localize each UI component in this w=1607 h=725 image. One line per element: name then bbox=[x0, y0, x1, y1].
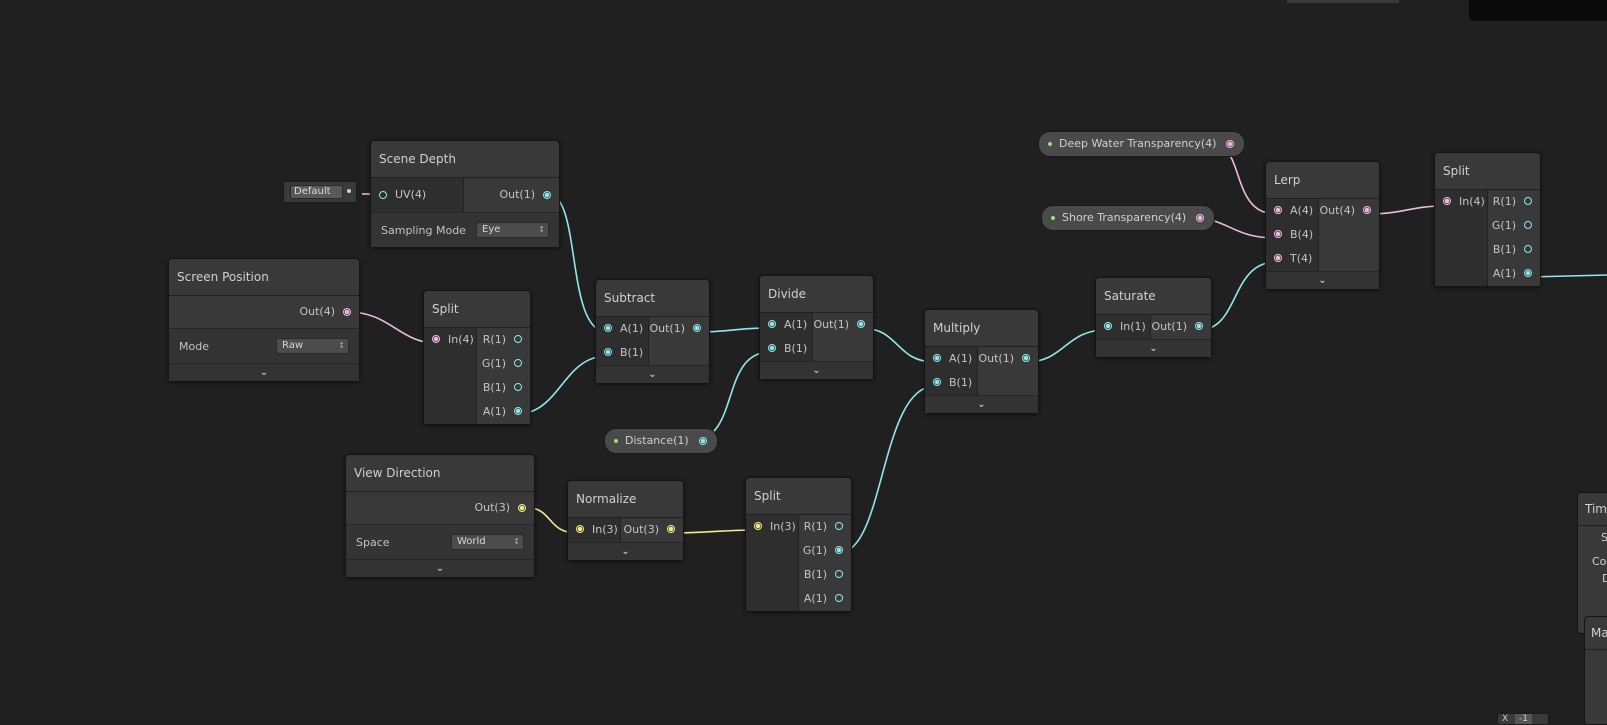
out-port[interactable]: Out(1) bbox=[978, 347, 1038, 371]
b-input-port[interactable]: B(1) bbox=[760, 337, 812, 361]
g-port[interactable]: G(1) bbox=[477, 352, 530, 376]
subtract-node[interactable]: Subtract A(1) B(1) Out(1) ⌄ bbox=[595, 279, 710, 384]
uv-default-dropdown[interactable]: Default bbox=[290, 185, 343, 199]
view-direction-node[interactable]: View Direction Out(3) Space World ⌄ bbox=[345, 454, 535, 578]
normalize-node[interactable]: Normalize In(3) Out(3) ⌄ bbox=[567, 480, 684, 561]
space-setting: Space World bbox=[346, 524, 534, 559]
out-port[interactable]: Out(1) bbox=[1151, 315, 1211, 339]
sampling-mode-setting: Sampling Mode Eye bbox=[371, 212, 559, 247]
node-title: Split bbox=[424, 291, 530, 328]
t-input-port[interactable]: T(4) bbox=[1266, 247, 1318, 271]
time-node-partial[interactable]: Time S Cos D bbox=[1577, 492, 1607, 634]
b-port[interactable]: B(1) bbox=[477, 376, 530, 400]
chevron-down-icon[interactable]: ⌄ bbox=[596, 365, 709, 383]
out-port[interactable]: Out(3) bbox=[621, 518, 683, 542]
a-input-port[interactable]: A(1) bbox=[760, 313, 812, 337]
g-port[interactable]: G(1) bbox=[799, 539, 851, 563]
node-title: Ma bbox=[1585, 617, 1607, 650]
chevron-down-icon[interactable]: ⌄ bbox=[568, 542, 683, 560]
r-port[interactable]: R(1) bbox=[1488, 190, 1540, 214]
chevron-down-icon[interactable]: ⌄ bbox=[169, 363, 359, 381]
b-input-port[interactable]: B(1) bbox=[925, 371, 977, 395]
uv-input-port[interactable]: UV(4) bbox=[371, 178, 463, 212]
sampling-mode-dropdown[interactable]: Eye bbox=[476, 222, 549, 238]
r-port[interactable]: R(1) bbox=[799, 515, 851, 539]
out-port[interactable] bbox=[1226, 140, 1235, 148]
shore-transparency-property[interactable]: Shore Transparency(4) bbox=[1041, 205, 1216, 231]
node-title: Multiply bbox=[925, 310, 1038, 347]
in-port[interactable]: In(4) bbox=[424, 328, 476, 352]
divide-node[interactable]: Divide A(1) B(1) Out(1) ⌄ bbox=[759, 275, 874, 380]
out-port[interactable] bbox=[1196, 214, 1205, 222]
scene-depth-node[interactable]: Scene Depth UV(4) Out(1) Sampling Mode E… bbox=[370, 140, 560, 248]
chevron-down-icon[interactable]: ⌄ bbox=[1266, 271, 1379, 289]
b-port[interactable]: B(1) bbox=[1488, 238, 1540, 262]
split-node-1[interactable]: Split In(4) R(1) G(1) B(1) A(1) bbox=[423, 290, 531, 425]
mode-setting: Mode Raw bbox=[169, 328, 359, 363]
b-port[interactable]: B(1) bbox=[799, 563, 851, 587]
node-title: Split bbox=[1435, 153, 1540, 190]
node-title: Subtract bbox=[596, 280, 709, 317]
in-port[interactable]: In(1) bbox=[1096, 315, 1150, 339]
chevron-down-icon[interactable]: ⌄ bbox=[1096, 339, 1211, 357]
x-input-field[interactable]: X -1 bbox=[1497, 713, 1549, 725]
node-title: Split bbox=[746, 478, 851, 515]
node-title: Normalize bbox=[568, 481, 683, 518]
property-dot-icon bbox=[614, 439, 618, 443]
top-tab-edge bbox=[1287, 0, 1399, 3]
g-port[interactable]: G(1) bbox=[1488, 214, 1540, 238]
space-dropdown[interactable]: World bbox=[451, 534, 524, 550]
multiply-node[interactable]: Multiply A(1) B(1) Out(1) ⌄ bbox=[924, 309, 1039, 414]
out-port[interactable]: Out(1) bbox=[649, 317, 709, 341]
deep-water-transparency-property[interactable]: Deep Water Transparency(4) bbox=[1038, 131, 1246, 157]
chevron-down-icon[interactable]: ⌄ bbox=[925, 395, 1038, 413]
preview-panel bbox=[1469, 0, 1607, 21]
b-input-port[interactable]: B(4) bbox=[1266, 223, 1318, 247]
out-port[interactable]: Out(4) bbox=[169, 296, 359, 328]
property-dot-icon bbox=[1048, 142, 1052, 146]
a-port[interactable]: A(1) bbox=[799, 587, 851, 611]
node-title: Lerp bbox=[1266, 162, 1379, 199]
out-port[interactable]: Out(3) bbox=[346, 492, 534, 524]
b-input-port[interactable]: B(1) bbox=[596, 341, 648, 365]
screen-position-node[interactable]: Screen Position Out(4) Mode Raw ⌄ bbox=[168, 258, 360, 382]
node-title: View Direction bbox=[346, 455, 534, 492]
uv-default-input[interactable]: Default bbox=[283, 181, 357, 203]
node-title: Screen Position bbox=[169, 259, 359, 296]
out-port[interactable]: Out(4) bbox=[1319, 199, 1379, 223]
chevron-down-icon[interactable]: ⌄ bbox=[346, 559, 534, 577]
a-port[interactable]: A(1) bbox=[1488, 262, 1540, 286]
distance-property[interactable]: Distance(1) bbox=[604, 428, 718, 454]
split-node-2[interactable]: Split In(3) R(1) G(1) B(1) A(1) bbox=[745, 477, 852, 612]
a-port[interactable]: A(1) bbox=[477, 400, 530, 424]
r-port[interactable]: R(1) bbox=[477, 328, 530, 352]
out-port[interactable]: Out(1) bbox=[813, 313, 873, 337]
out-port[interactable]: Out(1) bbox=[464, 178, 559, 212]
uv-default-connector bbox=[347, 189, 351, 193]
in-port[interactable]: In(3) bbox=[568, 518, 620, 542]
split-node-3[interactable]: Split In(4) R(1) G(1) B(1) A(1) bbox=[1434, 152, 1541, 287]
saturate-node[interactable]: Saturate In(1) Out(1) ⌄ bbox=[1095, 277, 1212, 358]
in-port[interactable]: In(3) bbox=[746, 515, 798, 539]
ma-node-partial[interactable]: Ma bbox=[1584, 616, 1607, 725]
out-port[interactable] bbox=[698, 437, 707, 445]
a-input-port[interactable]: A(1) bbox=[596, 317, 648, 341]
chevron-down-icon[interactable]: ⌄ bbox=[760, 361, 873, 379]
in-port[interactable]: In(4) bbox=[1435, 190, 1487, 214]
node-title: Saturate bbox=[1096, 278, 1211, 315]
lerp-node[interactable]: Lerp A(4) B(4) T(4) Out(4) ⌄ bbox=[1265, 161, 1380, 290]
a-input-port[interactable]: A(1) bbox=[925, 347, 977, 371]
property-dot-icon bbox=[1051, 216, 1055, 220]
node-title: Scene Depth bbox=[371, 141, 559, 178]
node-title: Time bbox=[1578, 493, 1607, 526]
a-input-port[interactable]: A(4) bbox=[1266, 199, 1318, 223]
node-title: Divide bbox=[760, 276, 873, 313]
mode-dropdown[interactable]: Raw bbox=[276, 338, 349, 354]
